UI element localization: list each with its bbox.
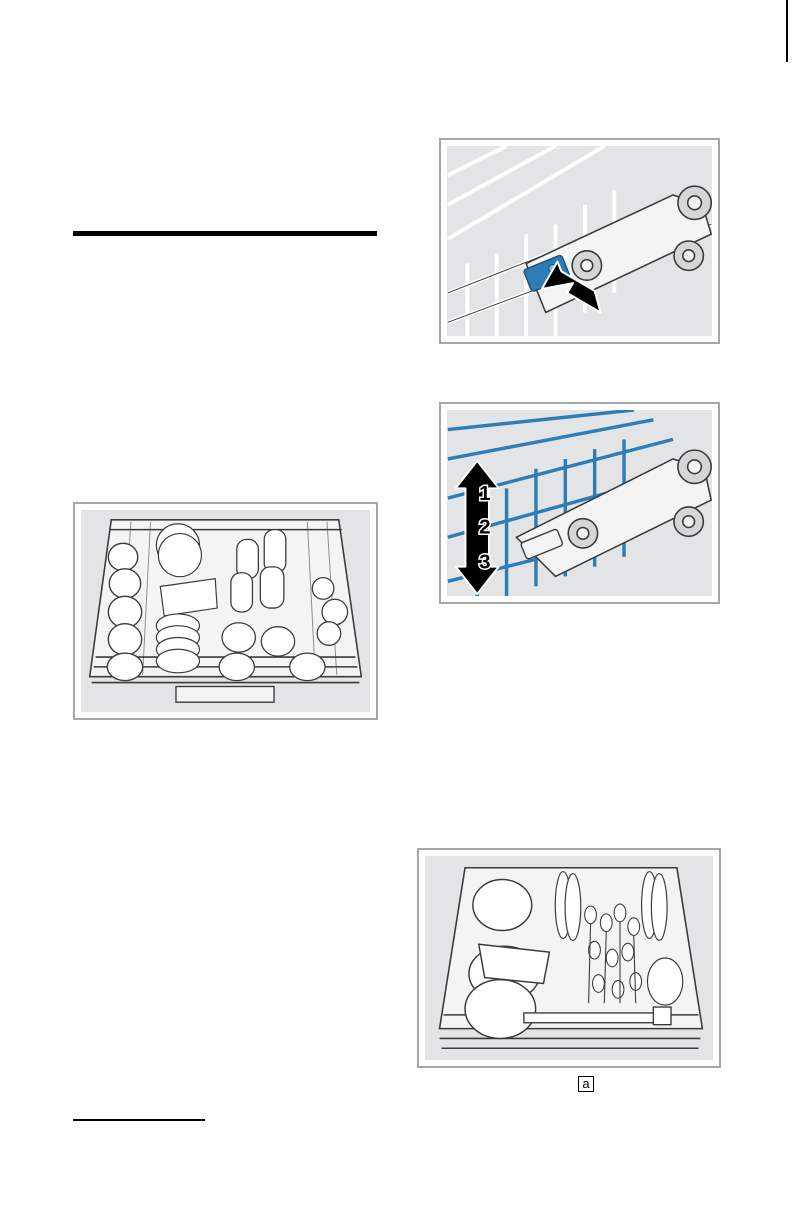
figure-callout-a: a	[578, 1076, 594, 1092]
height-levels-figure: 1 2 3	[439, 402, 720, 604]
footnote-rule	[73, 1119, 205, 1121]
page-edge-marker	[786, 0, 788, 62]
release-lever-figure	[439, 138, 720, 344]
upper-rack-figure	[73, 502, 378, 720]
upper-rack-loaded-illustration	[81, 510, 370, 712]
section-heading-rule	[73, 231, 377, 236]
rack-height-release-lever-illustration	[447, 146, 712, 336]
lower-rack-loaded-illustration	[425, 856, 713, 1060]
rack-height-adjust-illustration	[447, 410, 712, 596]
lower-rack-figure	[417, 848, 721, 1068]
